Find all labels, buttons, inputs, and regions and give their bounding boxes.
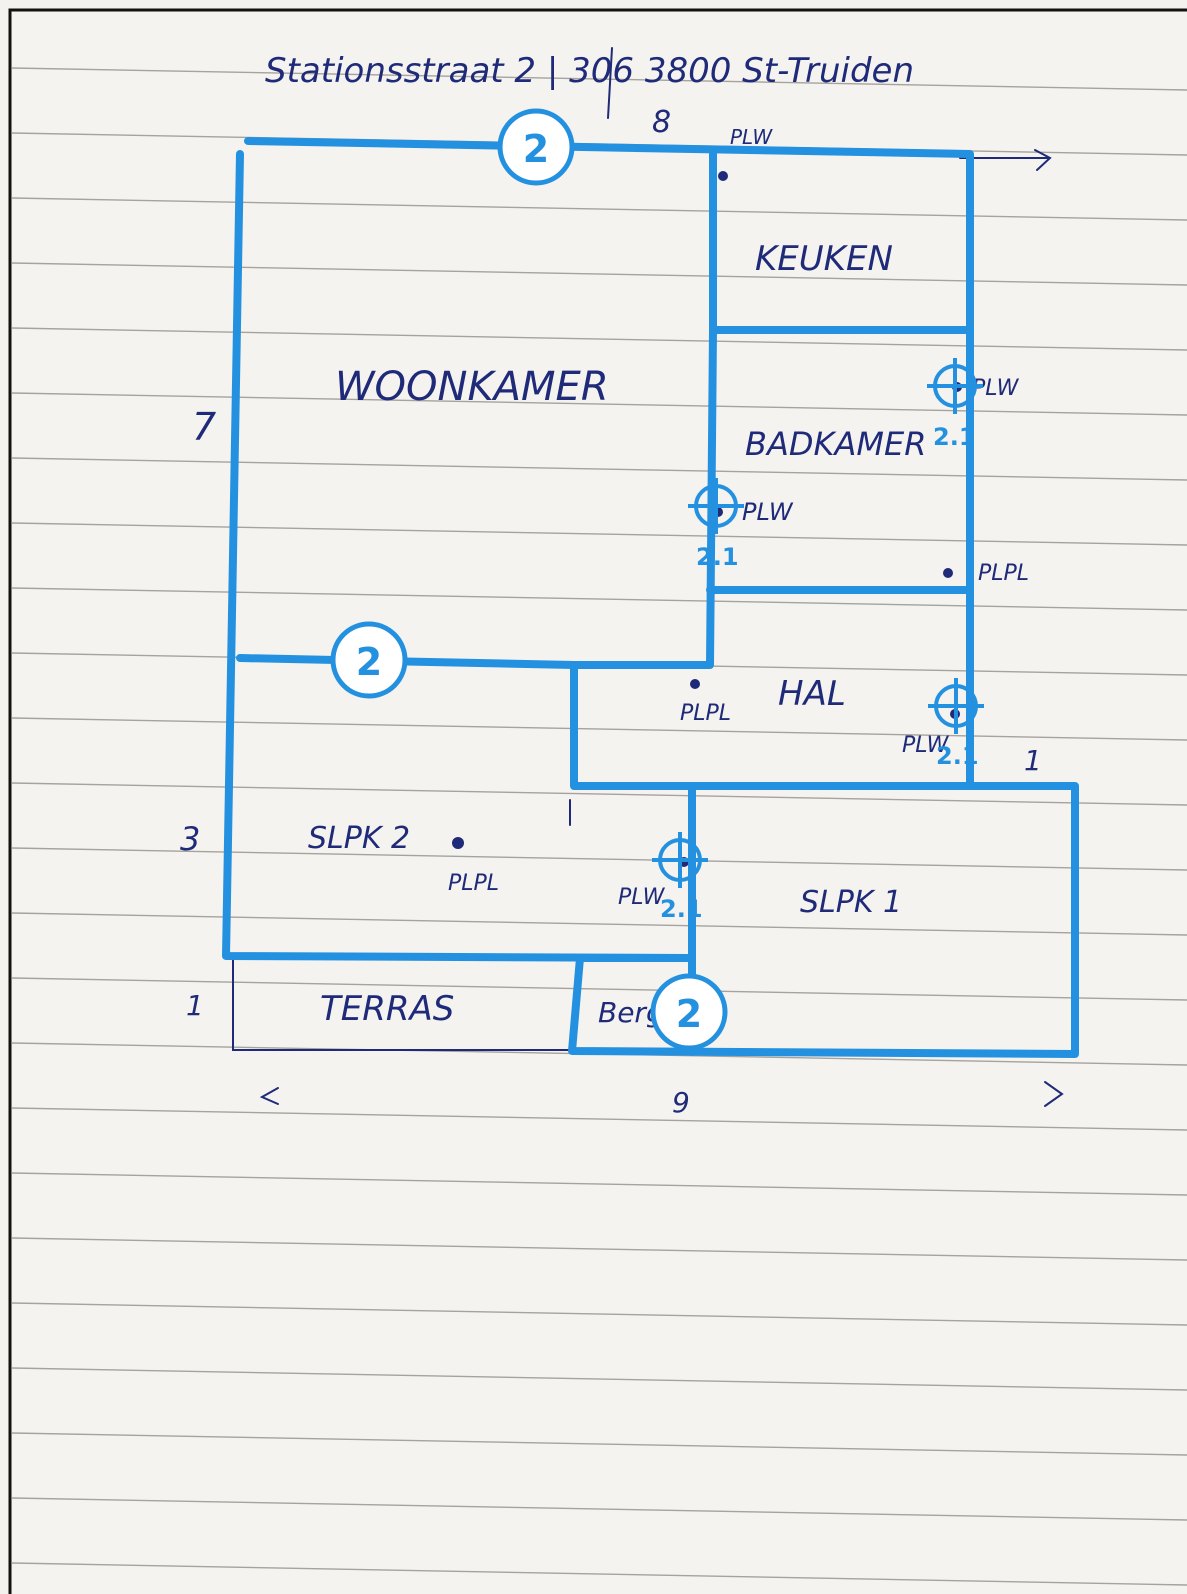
fixture-dot [452, 837, 464, 849]
room-hal: HAL [778, 674, 846, 714]
bottom-right-arrow [1044, 1081, 1064, 1107]
bottom-left-arrow [259, 1087, 279, 1105]
ruled-line [11, 1237, 1187, 1261]
room-slpk1: SLPK 1 [800, 885, 902, 920]
room-terras: TERRAS [320, 989, 454, 1029]
fixture-label-plw: PLW [742, 498, 794, 526]
target-label: 2.1 [936, 742, 979, 770]
wall-overlay [222, 137, 1079, 1058]
top-arrow [959, 149, 1052, 171]
ruled-line [11, 197, 1187, 221]
dimension-top: 8 [652, 105, 671, 140]
target-marker[interactable]: 2.1 [928, 678, 984, 770]
badge-top[interactable]: 2 [497, 108, 575, 186]
dimension-left-upper: 7 [192, 405, 216, 449]
ruled-line [11, 67, 1187, 91]
fixture-label-plw: PLW [730, 125, 773, 149]
outer-wall-left [222, 150, 692, 962]
dimension-left-middle: 3 [180, 820, 200, 858]
ruled-line [11, 587, 1187, 611]
room-woonkamer: WOONKAMER [335, 364, 609, 410]
ruled-line [11, 1432, 1187, 1456]
ruled-line [11, 392, 1187, 416]
fixture-label-plw: PLW [902, 733, 950, 758]
target-marker[interactable]: 2.1 [652, 832, 708, 923]
badge-number: 2 [523, 127, 549, 171]
target-label: 2.1 [660, 895, 703, 923]
room-keuken: KEUKEN [755, 239, 893, 279]
ruled-line [11, 717, 1187, 741]
ruled-line [11, 522, 1187, 546]
address-divider [607, 47, 613, 119]
ruled-line [11, 847, 1187, 871]
fixture-label-plpl: PLPL [448, 871, 499, 896]
dimension-left-lower: 1 [186, 989, 204, 1022]
ruled-line [11, 1107, 1187, 1131]
fixture-label-plpl: PLPL [680, 701, 731, 726]
fixture-label-plw: PLW [618, 885, 666, 910]
outer-wall-right [244, 137, 1079, 1058]
ruled-line [11, 1367, 1187, 1391]
badge-number: 2 [676, 992, 702, 1036]
fixture-label-plw: PLW [972, 376, 1020, 401]
ruled-line [11, 1562, 1187, 1586]
target-label: 2.1 [696, 543, 739, 571]
badge-middle[interactable]: 2 [330, 621, 408, 699]
room-slpk2: SLPK 2 [308, 821, 410, 856]
dimension-bottom: 9 [672, 1086, 690, 1119]
fixture-label-plpl: PLPL [978, 561, 1029, 586]
ruled-line [11, 327, 1187, 351]
fixture-dot [943, 568, 953, 578]
badge-number: 2 [356, 640, 382, 684]
ruled-line [11, 262, 1187, 286]
target-label: 2.1 [933, 423, 976, 451]
ruled-line [11, 457, 1187, 481]
target-marker[interactable]: 2.1 [927, 358, 983, 451]
terras-outline [232, 954, 576, 1051]
ruled-line [11, 977, 1187, 1001]
ruled-line [11, 1302, 1187, 1326]
address-heading: Stationsstraat 2 | 306 3800 St-Truiden [265, 51, 914, 91]
badge-bottom[interactable]: 2 [650, 973, 728, 1051]
target-marker[interactable]: 2.1 [688, 478, 744, 571]
room-badkamer: BADKAMER [745, 425, 926, 463]
fixture-dot [690, 679, 700, 689]
fixture-dot [718, 171, 728, 181]
ruled-line [11, 782, 1187, 806]
ruled-line [11, 1497, 1187, 1521]
ruled-line [11, 912, 1187, 936]
ruled-line [11, 1172, 1187, 1196]
dimension-right-small: 1 [1024, 744, 1042, 777]
